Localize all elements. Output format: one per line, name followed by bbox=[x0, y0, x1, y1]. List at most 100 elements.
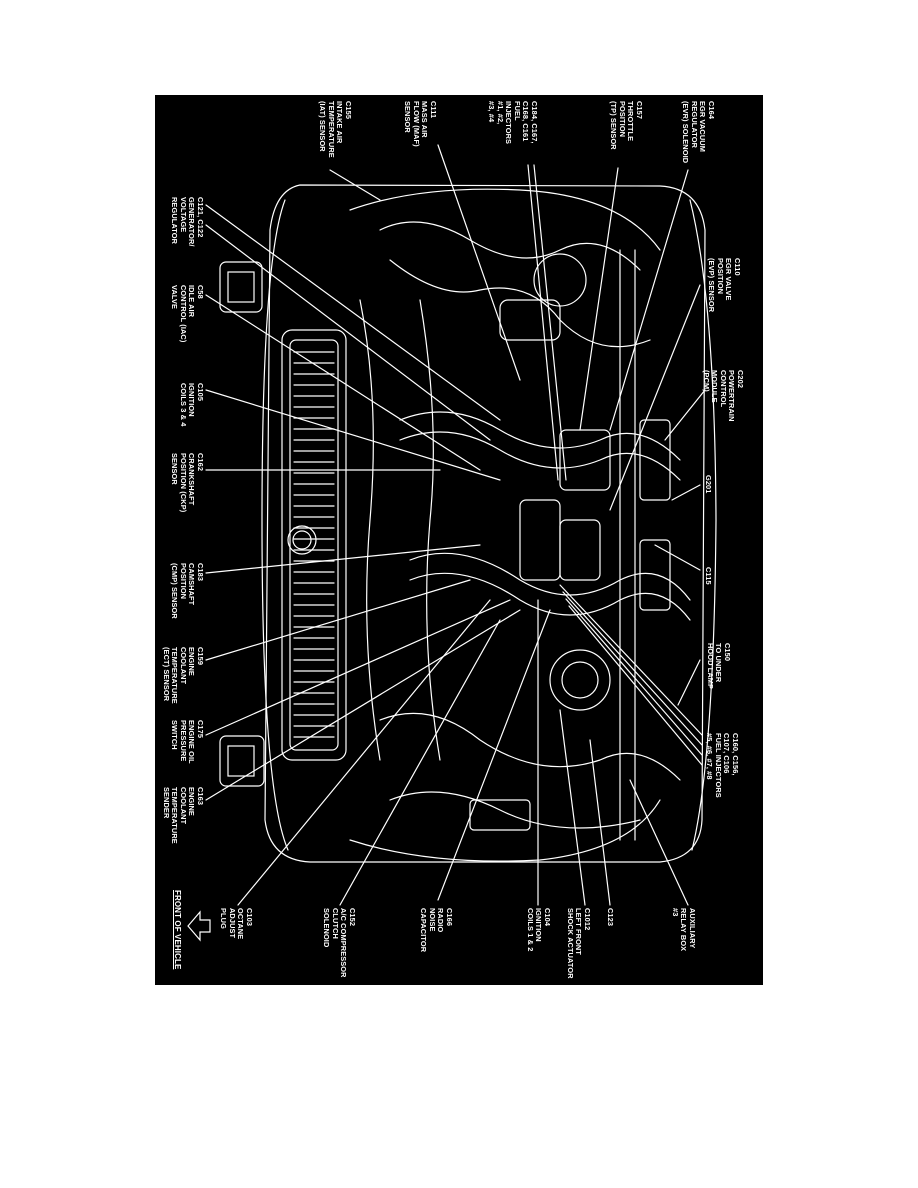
leader-line-c157 bbox=[579, 167, 619, 431]
leader-line-c123 bbox=[589, 739, 611, 906]
callout-line: C175 bbox=[196, 720, 205, 739]
callout-line: ENGINE bbox=[187, 647, 197, 676]
callout-line: C152 bbox=[348, 908, 357, 927]
leader-line-c121 bbox=[205, 204, 501, 421]
leader-line-c164 bbox=[609, 169, 689, 431]
callout-line: C155 bbox=[344, 101, 353, 120]
callout-line: FUEL INJECTORS bbox=[713, 733, 723, 798]
leader-line-c155 bbox=[329, 169, 381, 201]
callout-line: (ECT) SENSOR bbox=[161, 647, 171, 702]
leader-line-c166 bbox=[437, 609, 551, 901]
leader-line-c110 bbox=[609, 284, 701, 511]
callout-g201: G201 bbox=[703, 475, 713, 494]
leader-line-c183 bbox=[205, 544, 481, 574]
callout-line: C164 bbox=[707, 101, 716, 120]
callout-line: C202 bbox=[736, 370, 745, 389]
callout-line: C159 bbox=[196, 647, 205, 666]
leader-line-c160 bbox=[562, 591, 703, 746]
callout-line: TEMPERATURE bbox=[326, 101, 336, 158]
headlamp-right bbox=[219, 735, 265, 787]
callout-line: C105 bbox=[196, 383, 205, 402]
callout-line: IGNITION bbox=[187, 383, 197, 417]
leader-line-c160 bbox=[568, 605, 703, 766]
callout-line: IGNITION bbox=[534, 908, 544, 942]
callout-line: POSITION bbox=[617, 101, 627, 138]
callout-line: (PCM) bbox=[701, 370, 711, 392]
callout-line: C163 bbox=[196, 787, 205, 806]
callout-line: COOLANT bbox=[178, 647, 188, 685]
callout-line: C1012 bbox=[583, 908, 592, 931]
callout-line: EGR VALVE bbox=[724, 258, 734, 301]
callout-line: EGR VACUUM bbox=[698, 101, 708, 152]
callout-line: C121, C122 bbox=[196, 197, 205, 238]
callout-line: SENDER bbox=[161, 787, 171, 819]
callout-line: C123 bbox=[606, 908, 615, 927]
callout-line: A/C COMPRESSOR bbox=[339, 908, 349, 978]
callout-line: AUXILIARY bbox=[688, 908, 697, 949]
leader-line-c152 bbox=[339, 619, 501, 906]
callout-line: (IAT) SENSOR bbox=[318, 101, 328, 152]
callout-line: SENSOR bbox=[403, 101, 413, 133]
callout-line: G201 bbox=[704, 475, 713, 494]
callout-line: #5, #6, #7, #8 bbox=[705, 733, 715, 780]
callout-line: SHOCK ACTUATOR bbox=[565, 908, 575, 979]
callout-line: C157 bbox=[635, 101, 644, 120]
leader-line-c103 bbox=[237, 599, 491, 906]
headlamp-left bbox=[219, 261, 263, 313]
callout-line: NOISE bbox=[427, 908, 437, 932]
leader-line-c160 bbox=[565, 598, 703, 756]
callout-line: #3, #4 bbox=[487, 101, 497, 123]
callout-line: LEFT FRONT bbox=[574, 908, 584, 955]
callout-line: CLUTCH bbox=[330, 908, 340, 939]
callout-line: MODULE bbox=[710, 370, 720, 403]
callout-line: POSITION bbox=[715, 258, 725, 295]
callout-line: CRANKSHAFT bbox=[187, 453, 197, 506]
callout-line: VALVE bbox=[170, 285, 180, 310]
callout-line: IDLE AIR bbox=[187, 285, 197, 318]
callout-line: COILS 3 & 4 bbox=[178, 383, 188, 427]
callout-c115: C115 bbox=[703, 567, 713, 585]
callout-line: C162 bbox=[196, 453, 205, 472]
callout-line: GENERATOR/ bbox=[187, 197, 197, 247]
callout-line: INTAKE AIR bbox=[335, 101, 345, 144]
leader-line-c159 bbox=[205, 579, 471, 661]
front-of-vehicle-label: FRONT OF VEHICLE bbox=[173, 890, 182, 970]
leader-line-c1012 bbox=[559, 709, 586, 906]
callout-line: OCTANE bbox=[236, 908, 246, 940]
callout-line: SWITCH bbox=[170, 720, 180, 750]
callout-line: C168, C161 bbox=[521, 101, 531, 142]
callout-line: ENGINE bbox=[187, 787, 197, 816]
leader-line-c105 bbox=[205, 389, 501, 481]
callout-line: C107, C106 bbox=[722, 733, 732, 774]
leader-line-c160 bbox=[559, 584, 703, 736]
leader-line-c184 bbox=[533, 164, 567, 481]
callout-line: #3 bbox=[670, 908, 680, 917]
callout-line: MASS AIR bbox=[420, 101, 430, 138]
leader-lines bbox=[205, 144, 706, 906]
callout-line: HOOD LAMP bbox=[705, 643, 715, 690]
arrow-left-icon bbox=[187, 910, 211, 942]
callout-line: POWERTRAIN bbox=[727, 370, 737, 422]
leader-line-c175 bbox=[205, 599, 511, 736]
callout-line: INJECTORS bbox=[504, 101, 514, 145]
leader-line-c202 bbox=[664, 389, 706, 441]
callout-line: CONTROL (IAC) bbox=[178, 285, 188, 343]
callout-line: C166 bbox=[445, 908, 454, 927]
callout-line: C110 bbox=[733, 258, 742, 276]
leader-line-c115 bbox=[654, 544, 701, 571]
